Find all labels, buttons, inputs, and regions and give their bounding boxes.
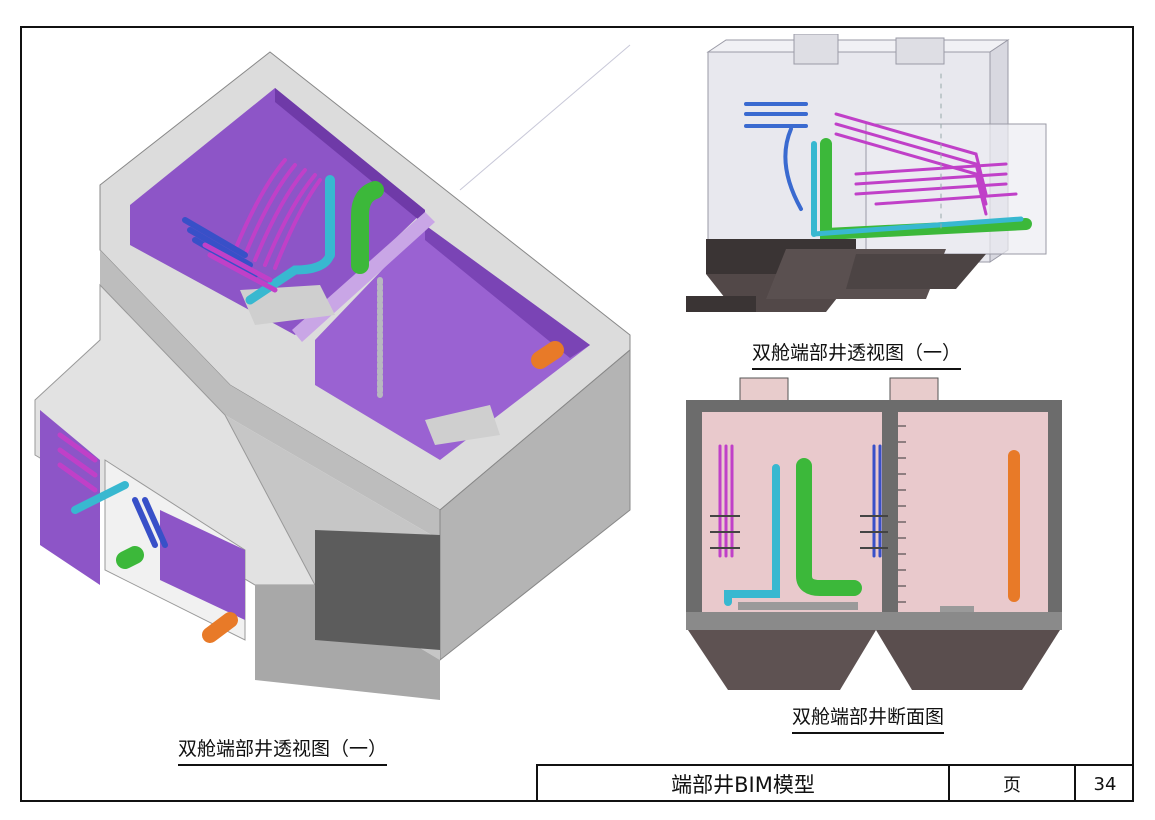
- page-number: 34: [1093, 773, 1117, 795]
- section-caption: 双舱端部井断面图: [792, 702, 945, 734]
- left-perspective-figure: [34, 44, 631, 700]
- top-right-perspective-caption: 双舱端部井透视图（一）: [752, 338, 962, 370]
- top-right-perspective-figure: [686, 34, 1047, 312]
- section-figure: [686, 377, 1062, 690]
- left-perspective-caption: 双舱端部井透视图（一）: [178, 734, 388, 766]
- title-block: 端部井BIM模型 页 34: [536, 764, 1134, 802]
- drawing-frame: [20, 26, 1134, 802]
- page-label: 页: [950, 766, 1076, 802]
- drawing-title: 端部井BIM模型: [538, 766, 950, 802]
